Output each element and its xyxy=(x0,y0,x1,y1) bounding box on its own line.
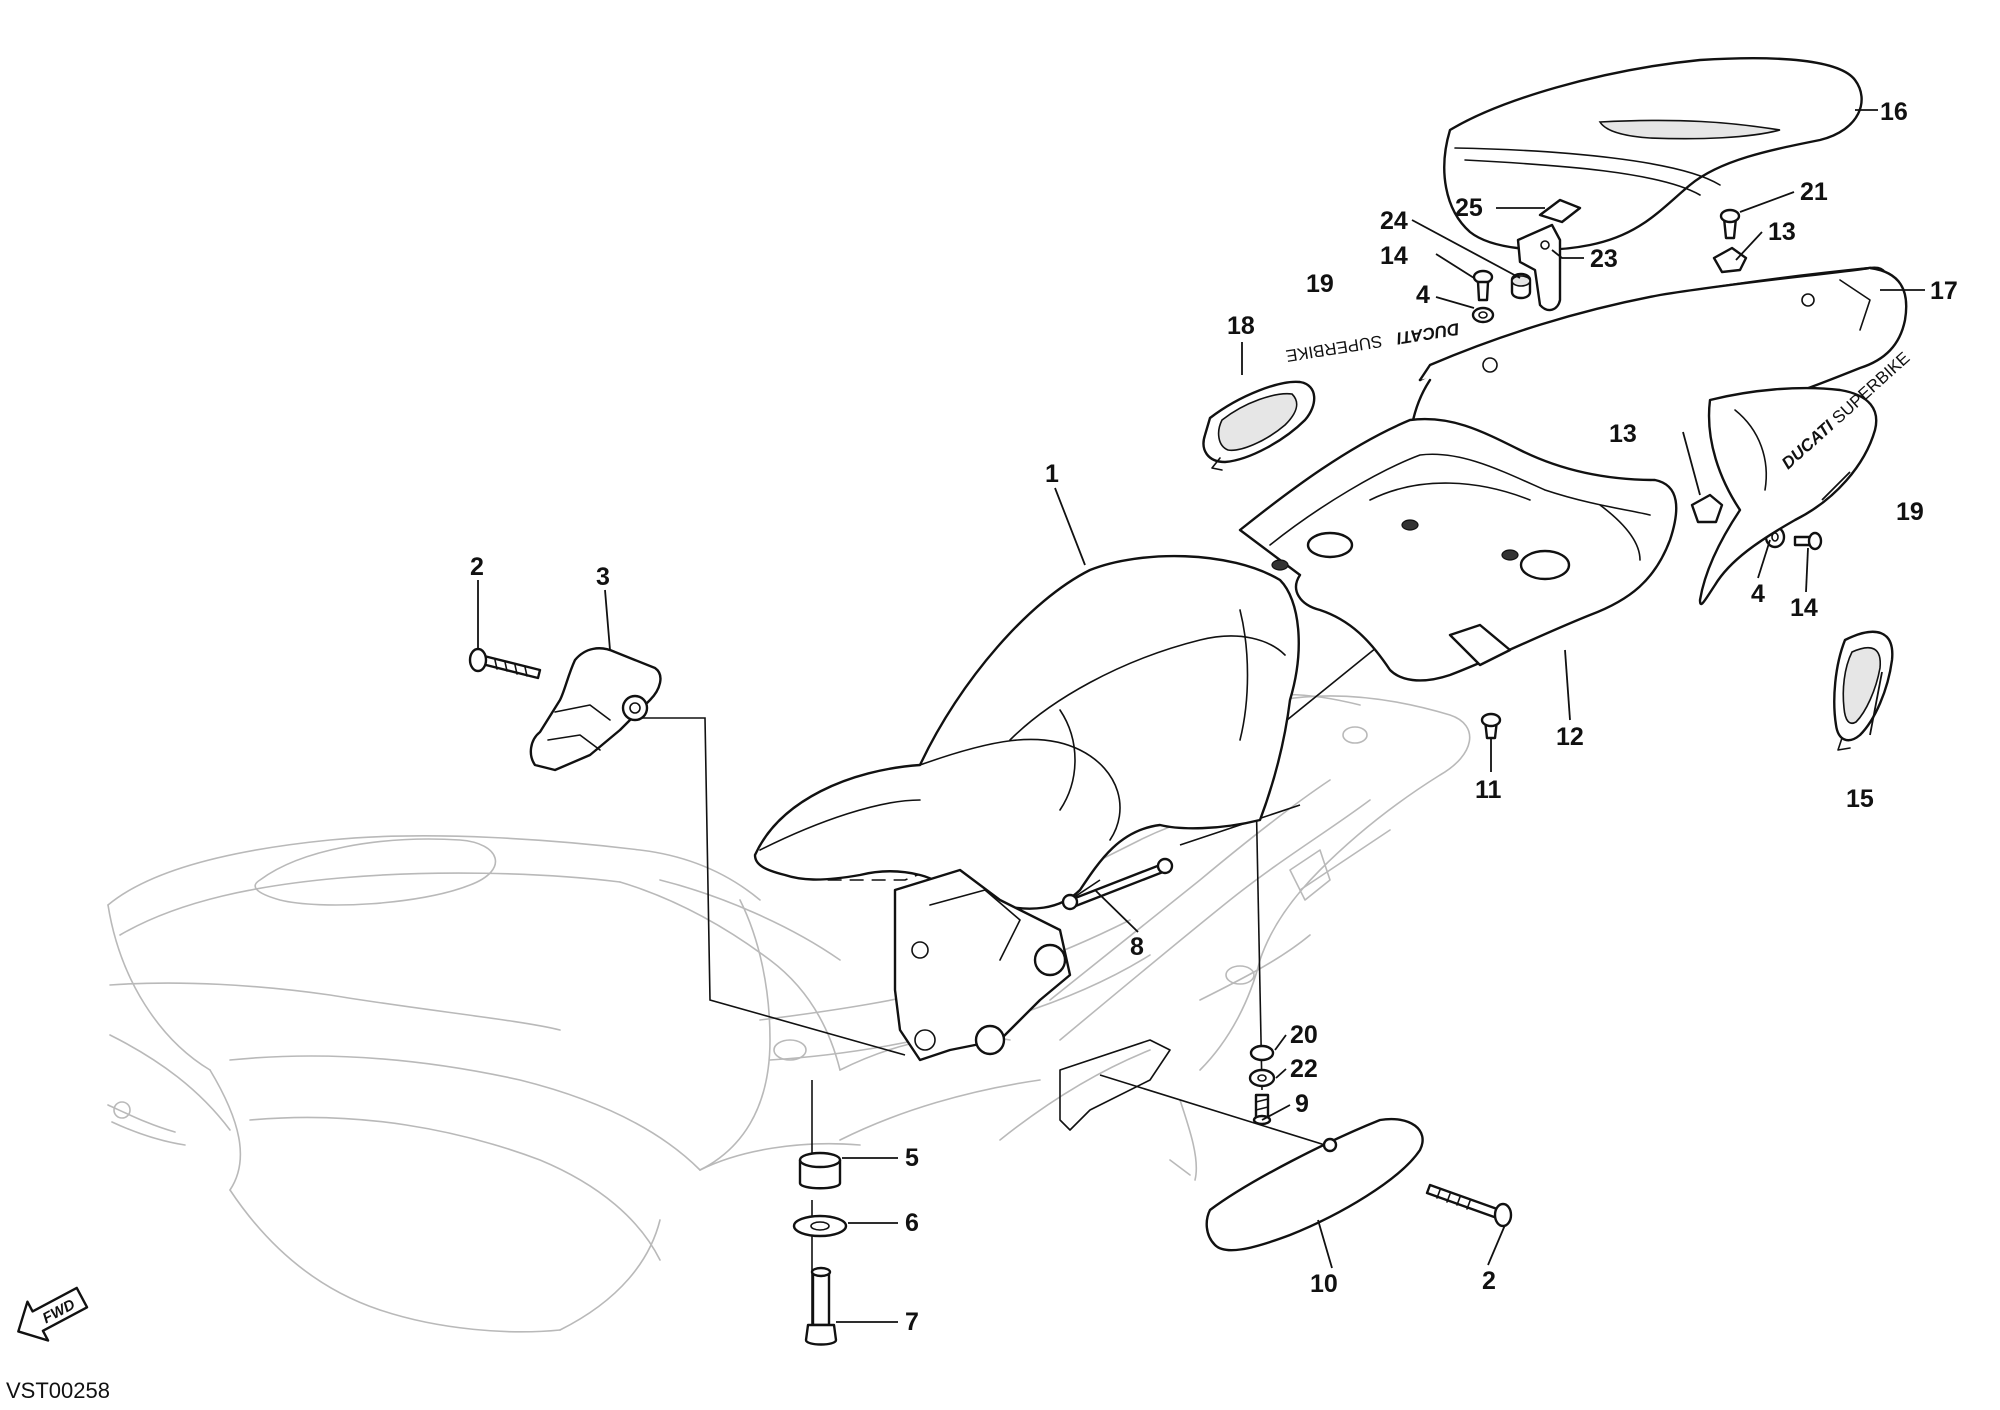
bolt-right xyxy=(1425,1183,1513,1228)
callout-20: 20 xyxy=(1290,1021,1318,1049)
drawing-code: VST00258 xyxy=(6,1378,110,1403)
callout-13-upper: 13 xyxy=(1768,218,1796,246)
callout-17: 17 xyxy=(1930,277,1958,305)
callout-12: 12 xyxy=(1556,723,1584,751)
callout-21: 21 xyxy=(1800,178,1828,206)
upper-screw-and-clip xyxy=(1712,208,1748,274)
callout-6: 6 xyxy=(905,1209,919,1237)
callout-leaders xyxy=(477,109,1925,1323)
callout-25: 25 xyxy=(1455,194,1483,222)
callout-4-lower: 4 xyxy=(1751,580,1765,608)
callout-18: 18 xyxy=(1227,312,1255,340)
tail-undertray xyxy=(1238,417,1678,682)
decal-left-model: SUPERBIKE xyxy=(1284,331,1383,365)
callout-22: 22 xyxy=(1290,1055,1318,1083)
side-cover xyxy=(1205,1117,1424,1252)
bolt-left xyxy=(468,647,542,680)
callout-14-upper: 14 xyxy=(1380,242,1408,270)
callout-19-right: 19 xyxy=(1896,498,1924,526)
frame-bracket xyxy=(893,868,1072,1062)
seat-bracket-assembly xyxy=(1510,198,1582,312)
callout-4-upper: 4 xyxy=(1416,281,1430,309)
rod xyxy=(1061,857,1174,911)
callout-10: 10 xyxy=(1310,1270,1338,1298)
callout-5: 5 xyxy=(905,1144,919,1172)
right-tail-panel xyxy=(1698,386,1878,606)
forward-arrow-icon: FWD xyxy=(17,1286,89,1342)
callout-labels: 1 2 2 3 4 4 5 6 7 8 9 10 11 12 13 13 14 … xyxy=(470,98,1958,1336)
callout-2-left: 2 xyxy=(470,553,484,581)
callout-7: 7 xyxy=(905,1308,919,1336)
right-grille xyxy=(1833,630,1894,751)
callout-2-right: 2 xyxy=(1482,1267,1496,1295)
side-cover-bracket xyxy=(1059,1039,1171,1131)
seat-mount-bracket xyxy=(529,647,662,772)
decal-left: DUCATI SUPERBIKE xyxy=(1284,319,1460,365)
undertray-screw xyxy=(1480,712,1502,740)
passenger-seat xyxy=(1443,56,1863,251)
lower-clip-washer-screw xyxy=(1690,493,1823,551)
grommet-washer-pin xyxy=(792,1151,848,1346)
callout-14-lower: 14 xyxy=(1790,594,1818,622)
callout-13-lower: 13 xyxy=(1609,420,1637,448)
callout-1: 1 xyxy=(1045,460,1059,488)
washers-and-screw xyxy=(1248,1044,1276,1126)
callout-16: 16 xyxy=(1880,98,1908,126)
callout-8: 8 xyxy=(1130,933,1144,961)
callout-23: 23 xyxy=(1590,245,1618,273)
left-grille xyxy=(1202,380,1316,471)
callout-24: 24 xyxy=(1380,207,1408,235)
callout-11: 11 xyxy=(1475,776,1502,804)
callout-19-left: 19 xyxy=(1306,270,1334,298)
decal-left-brand: DUCATI xyxy=(1394,319,1460,348)
callout-15: 15 xyxy=(1846,785,1874,813)
callout-3: 3 xyxy=(596,563,610,591)
rider-seat xyxy=(753,554,1300,910)
tail-support-rail xyxy=(1410,266,1908,427)
upper-screw-and-washer xyxy=(1471,269,1495,324)
callout-9: 9 xyxy=(1295,1090,1309,1118)
